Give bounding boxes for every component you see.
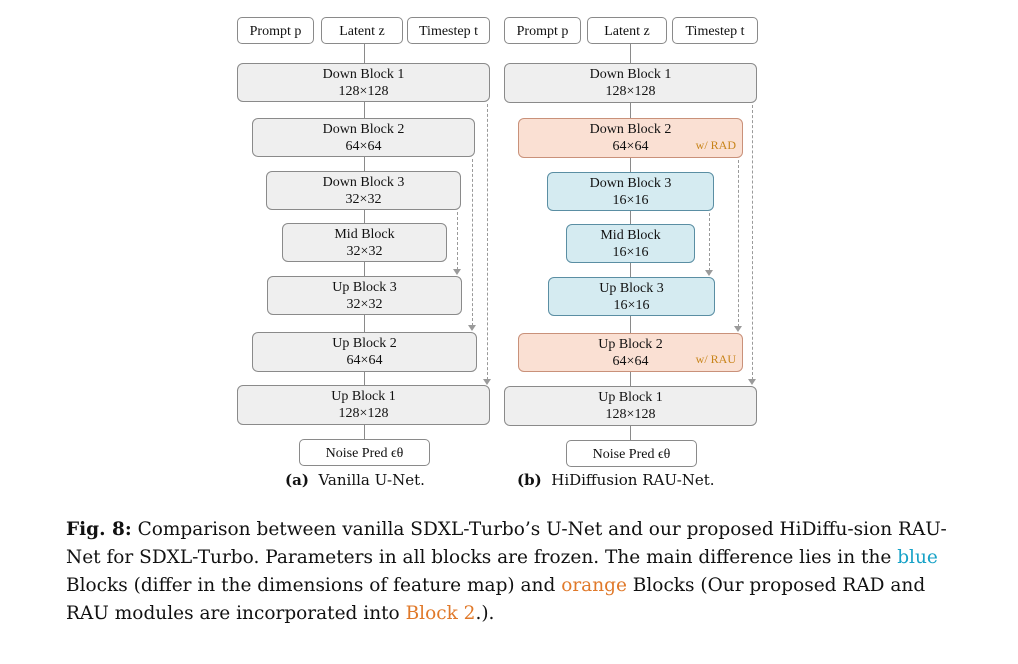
caption-label: (a) xyxy=(285,471,309,489)
block-down-1: Down Block 1 128×128 xyxy=(237,63,490,102)
block-down-1: Down Block 1 128×128 xyxy=(504,63,757,103)
block-dim: 64×64 xyxy=(346,353,383,368)
block-dim: 16×16 xyxy=(612,193,649,208)
connector xyxy=(630,211,631,224)
skip-connection-3 xyxy=(709,213,710,271)
block-up-1: Up Block 1 128×128 xyxy=(237,385,490,425)
connector xyxy=(364,262,365,276)
block-dim: 32×32 xyxy=(345,192,382,207)
arrowhead xyxy=(483,379,491,385)
block-dim: 128×128 xyxy=(605,407,656,422)
caption-label: (b) xyxy=(517,471,542,489)
block-down-2: Down Block 2 64×64 xyxy=(252,118,475,157)
connector xyxy=(364,372,365,385)
arrowhead xyxy=(705,270,713,276)
connector xyxy=(364,210,365,223)
block-title: Up Block 1 xyxy=(598,390,663,405)
block-dim: 64×64 xyxy=(612,139,649,154)
input-timestep: Timestep t xyxy=(407,17,490,44)
connector xyxy=(630,158,631,172)
block-down-2-rad: Down Block 2 64×64 w/ RAD xyxy=(518,118,743,158)
output-noise-pred: Noise Pred ϵθ xyxy=(566,440,697,467)
caption-text-1: Comparison between vanilla SDXL-Turbo’s … xyxy=(66,519,947,568)
input-latent: Latent z xyxy=(321,17,403,44)
block-title: Up Block 3 xyxy=(599,281,664,296)
block-dim: 32×32 xyxy=(346,244,383,259)
block-mid: Mid Block 16×16 xyxy=(566,224,695,263)
rad-tag: w/ RAD xyxy=(695,138,736,152)
skip-connection-3 xyxy=(457,212,458,270)
block-title: Down Block 1 xyxy=(589,67,672,82)
block-down-3: Down Block 3 32×32 xyxy=(266,171,461,210)
arrowhead xyxy=(748,379,756,385)
connector xyxy=(630,426,631,440)
caption-label: Fig. 8: xyxy=(66,519,132,540)
skip-connection-1 xyxy=(752,105,753,380)
figure-caption: Fig. 8: Comparison between vanilla SDXL-… xyxy=(66,516,956,628)
connector xyxy=(364,102,365,118)
connector xyxy=(364,425,365,439)
panel-a-caption: (a) Vanilla U-Net. xyxy=(285,471,425,489)
block-dim: 128×128 xyxy=(338,406,389,421)
connector xyxy=(364,44,365,63)
input-latent: Latent z xyxy=(587,17,667,44)
caption-blue-word: blue xyxy=(897,547,938,568)
block-title: Down Block 1 xyxy=(322,67,405,82)
connector xyxy=(630,372,631,386)
arrowhead xyxy=(734,326,742,332)
caption-text-4: .). xyxy=(475,603,495,624)
block-up-1: Up Block 1 128×128 xyxy=(504,386,757,426)
block-title: Mid Block xyxy=(334,227,395,242)
arrowhead xyxy=(453,269,461,275)
connector xyxy=(630,103,631,118)
block-title: Up Block 1 xyxy=(331,389,396,404)
block-dim: 128×128 xyxy=(338,84,389,99)
caption-text-3: Blocks (Our proposed RAD and RAU modules… xyxy=(66,575,926,624)
block-dim: 16×16 xyxy=(613,298,650,313)
block-dim: 128×128 xyxy=(605,84,656,99)
block-title: Up Block 2 xyxy=(598,337,663,352)
connector xyxy=(364,315,365,332)
caption-orange-word: orange xyxy=(561,575,627,596)
caption-text-2: Blocks (differ in the dimensions of feat… xyxy=(66,575,556,596)
block-title: Down Block 2 xyxy=(589,122,672,137)
block-up-2: Up Block 2 64×64 xyxy=(252,332,477,372)
block-up-2-rau: Up Block 2 64×64 w/ RAU xyxy=(518,333,743,372)
block-title: Up Block 2 xyxy=(332,336,397,351)
block-title: Down Block 3 xyxy=(322,175,405,190)
block-dim: 16×16 xyxy=(612,245,649,260)
block-title: Mid Block xyxy=(600,228,661,243)
input-timestep: Timestep t xyxy=(672,17,758,44)
connector xyxy=(364,157,365,171)
block-mid: Mid Block 32×32 xyxy=(282,223,447,262)
block-up-3: Up Block 3 16×16 xyxy=(548,277,715,316)
block-down-3: Down Block 3 16×16 xyxy=(547,172,714,211)
connector xyxy=(630,44,631,63)
skip-connection-1 xyxy=(487,104,488,380)
skip-connection-2 xyxy=(472,159,473,326)
output-noise-pred: Noise Pred ϵθ xyxy=(299,439,430,466)
block-dim: 64×64 xyxy=(345,139,382,154)
block-title: Down Block 3 xyxy=(589,176,672,191)
arrowhead xyxy=(468,325,476,331)
block-title: Down Block 2 xyxy=(322,122,405,137)
block-dim: 32×32 xyxy=(346,297,383,312)
figure-8: Prompt p Latent z Timestep t Down Block … xyxy=(237,17,758,489)
caption-text: HiDiffusion RAU-Net. xyxy=(551,471,715,489)
input-prompt: Prompt p xyxy=(504,17,581,44)
input-prompt: Prompt p xyxy=(237,17,314,44)
block-title: Up Block 3 xyxy=(332,280,397,295)
connector xyxy=(630,263,631,277)
caption-text: Vanilla U-Net. xyxy=(318,471,425,489)
rau-tag: w/ RAU xyxy=(695,352,736,366)
block-up-3: Up Block 3 32×32 xyxy=(267,276,462,315)
panel-b-caption: (b) HiDiffusion RAU-Net. xyxy=(517,471,715,489)
caption-block-ref: Block 2 xyxy=(405,603,476,624)
block-dim: 64×64 xyxy=(612,354,649,369)
skip-connection-2 xyxy=(738,160,739,327)
connector xyxy=(630,316,631,333)
